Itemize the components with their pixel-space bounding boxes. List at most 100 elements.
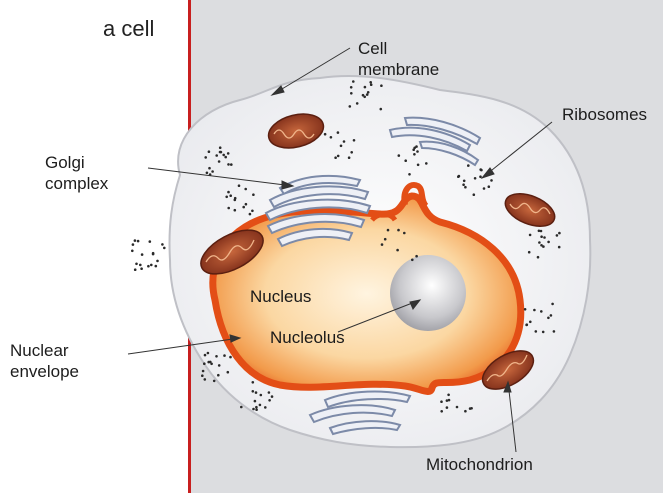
ribosome-dot — [210, 363, 213, 366]
ribosome-dot — [370, 83, 373, 86]
ribosome-dot — [529, 321, 532, 324]
ribosome-dot — [467, 164, 470, 167]
ribosome-dot — [252, 408, 255, 411]
label-cell-membrane: Cell membrane — [358, 38, 439, 80]
ribosome-dot — [255, 406, 258, 409]
ribosome-dot — [404, 159, 407, 162]
ribosome-dot — [403, 232, 406, 235]
ribosome-dot — [350, 92, 353, 95]
ribosome-dot — [369, 81, 372, 84]
ribosome-dot — [350, 151, 353, 154]
ribosome-dot — [215, 154, 218, 157]
nucleolus — [390, 255, 466, 331]
ribosome-dot — [558, 232, 561, 235]
ribosome-dot — [334, 156, 337, 159]
ribosome-dot — [547, 241, 550, 244]
ribosome-dot — [252, 193, 255, 196]
ribosome-dot — [553, 330, 556, 333]
ribosome-dot — [252, 381, 255, 384]
ribosome-dot — [542, 331, 545, 334]
ribosome-dot — [448, 399, 451, 402]
label-nucleus: Nucleus — [250, 286, 311, 307]
ribosome-dot — [255, 391, 258, 394]
ribosome-dot — [396, 249, 399, 252]
ribosome-dot — [252, 390, 255, 393]
ribosome-dot — [161, 243, 164, 246]
label-ribosomes: Ribosomes — [562, 104, 647, 125]
ribosome-dot — [208, 167, 211, 170]
ribosome-dot — [473, 193, 476, 196]
ribosome-dot — [218, 160, 221, 163]
ribosome-dot — [229, 356, 232, 359]
ribosome-dot — [543, 236, 546, 239]
ribosome-dot — [227, 152, 230, 155]
ribosome-dot — [215, 355, 218, 358]
ribosome-dot — [134, 239, 137, 242]
ribosome-dot — [343, 140, 346, 143]
ribosome-dot — [398, 154, 401, 157]
ribosome-dot — [526, 323, 529, 326]
ribosome-dot — [229, 194, 232, 197]
ribosome-dot — [446, 406, 449, 409]
ribosome-dot — [381, 243, 384, 246]
ribosome-dot — [155, 265, 158, 268]
label-mitochondrion: Mitochondrion — [426, 454, 533, 475]
ribosome-dot — [352, 80, 355, 83]
ribosome-dot — [440, 410, 443, 413]
ribosome-dot — [204, 156, 207, 159]
ribosome-dot — [219, 146, 222, 149]
ribosome-dot — [413, 147, 416, 150]
ribosome-dot — [350, 86, 353, 89]
ribosome-dot — [208, 150, 211, 153]
ribosome-dot — [249, 213, 252, 216]
ribosome-dot — [558, 246, 561, 249]
ribosome-dot — [479, 175, 482, 178]
ribosome-dot — [551, 303, 554, 306]
ribosome-dot — [224, 156, 227, 159]
ribosome-dot — [464, 186, 467, 189]
ribosome-dot — [218, 364, 221, 367]
ribosome-dot — [480, 169, 483, 172]
ribosome-dot — [540, 235, 543, 238]
ribosome-dot — [147, 265, 150, 268]
ribosome-dot — [271, 395, 274, 398]
ribosome-dot — [366, 93, 369, 96]
ribosome-dot — [223, 354, 226, 357]
ribosome-dot — [542, 245, 545, 248]
ribosome-dot — [411, 259, 414, 262]
ribosome-dot — [149, 240, 152, 243]
ribosome-dot — [240, 406, 243, 409]
ribosome-dot — [324, 133, 327, 136]
label-nucleolus: Nucleolus — [270, 327, 345, 348]
ribosome-dot — [462, 183, 465, 186]
ribosome-dot — [349, 105, 352, 108]
ribosome-dot — [234, 197, 237, 200]
ribosome-dot — [425, 162, 428, 165]
ribosome-dot — [225, 196, 228, 199]
ribosome-dot — [540, 230, 543, 233]
ribosome-dot — [227, 163, 230, 166]
ribosome-dot — [141, 253, 144, 256]
ribosome-dot — [244, 188, 247, 191]
ribosome-dot — [330, 136, 333, 139]
label-golgi-complex: Golgi complex — [45, 152, 108, 194]
ribosome-dot — [550, 314, 553, 317]
ribosome-dot — [474, 177, 477, 180]
ribosome-dot — [470, 407, 473, 410]
ribosome-dot — [204, 354, 207, 357]
ribosome-dot — [211, 170, 214, 173]
ribosome-dot — [152, 253, 155, 256]
ribosome-dot — [380, 84, 383, 87]
ribosome-dot — [204, 378, 207, 381]
ribosome-dot — [348, 156, 351, 159]
page-title: a cell — [103, 16, 154, 42]
ribosome-dot — [242, 206, 245, 209]
ribosome-dot — [483, 187, 486, 190]
ribosome-dot — [163, 247, 166, 250]
ribosome-dot — [364, 86, 367, 89]
ribosome-dot — [457, 175, 460, 178]
ribosome-dot — [140, 267, 143, 270]
ribosome-dot — [340, 145, 343, 148]
ribosome-dot — [463, 180, 466, 183]
